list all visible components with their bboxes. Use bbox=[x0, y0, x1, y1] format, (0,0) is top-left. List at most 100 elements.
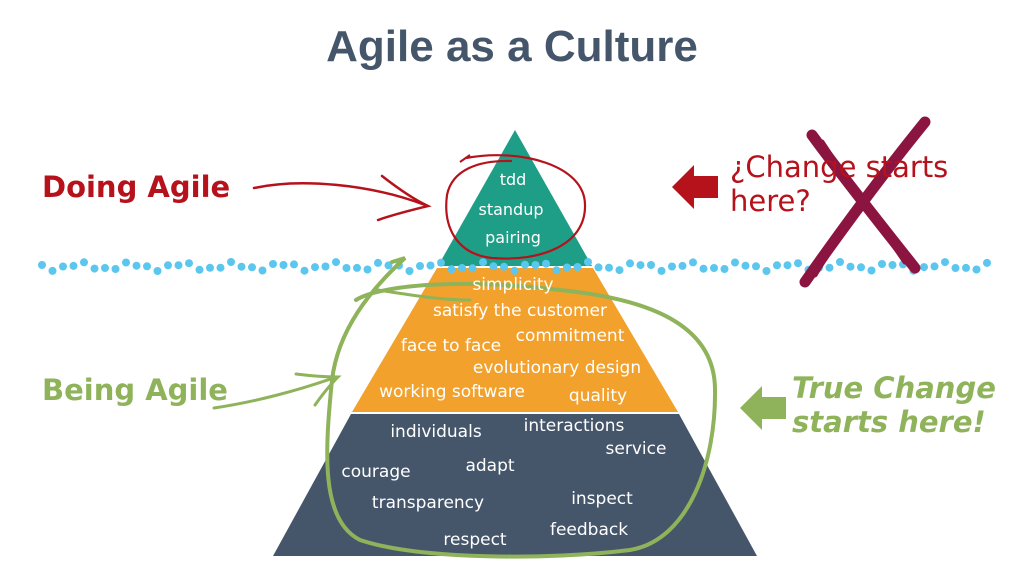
word-courage: courage bbox=[341, 462, 411, 482]
waterline-dot bbox=[531, 261, 540, 269]
waterline-dot bbox=[951, 264, 960, 272]
waterline-dot bbox=[426, 261, 435, 270]
waterline-dot bbox=[153, 267, 162, 275]
slide-title: Agile as a Culture bbox=[326, 22, 698, 71]
green-scribble-loop bbox=[325, 256, 718, 559]
waterline-dot bbox=[342, 264, 351, 272]
note-bottom-line-1: True Change bbox=[792, 371, 996, 405]
waterline-dot bbox=[615, 266, 624, 275]
word-simplicity: simplicity bbox=[472, 275, 554, 295]
word-interactions: interactions bbox=[523, 416, 625, 436]
note-bottom-line-2: starts here! bbox=[792, 405, 986, 439]
waterline-dot bbox=[773, 261, 781, 270]
waterline-dot bbox=[762, 267, 771, 275]
hand-drawn-red-arrow-icon bbox=[252, 174, 432, 222]
waterline-dots bbox=[38, 258, 991, 275]
left-block-arrow-icon bbox=[672, 165, 718, 209]
waterline-dot bbox=[101, 264, 109, 272]
waterline-dot bbox=[867, 266, 876, 275]
waterline-dot bbox=[741, 261, 750, 270]
waterline-dot bbox=[794, 259, 802, 268]
waterline-dot bbox=[573, 263, 582, 271]
word-working-software: working software bbox=[379, 382, 525, 402]
waterline-dot bbox=[269, 260, 277, 268]
waterline-dot bbox=[972, 265, 981, 274]
waterline-dot bbox=[479, 258, 487, 267]
word-feedback: feedback bbox=[549, 520, 629, 540]
waterline-dot bbox=[699, 264, 708, 273]
waterline-dot bbox=[248, 263, 256, 272]
word-standup: standup bbox=[478, 200, 544, 219]
hand-drawn-x-icon bbox=[799, 116, 931, 288]
waterline-dot bbox=[227, 258, 235, 266]
hand-drawn-green-arrow-icon bbox=[212, 372, 342, 410]
waterline-dot bbox=[605, 263, 613, 272]
word-individuals: individuals bbox=[390, 422, 482, 442]
waterline-dot bbox=[836, 258, 844, 266]
waterline-dot bbox=[668, 262, 676, 271]
waterline-dot bbox=[69, 261, 78, 270]
waterline-dot bbox=[521, 260, 529, 269]
red-scribble-tick bbox=[459, 154, 471, 163]
waterline-dot bbox=[437, 258, 445, 267]
word-face-to-face: face to face bbox=[400, 336, 502, 356]
waterline-dot bbox=[458, 264, 466, 272]
word-adapt: adapt bbox=[465, 456, 515, 476]
waterline-dot bbox=[132, 261, 141, 270]
waterline-dot bbox=[657, 266, 666, 275]
waterline-dot bbox=[332, 258, 340, 267]
waterline-dot bbox=[416, 262, 424, 270]
word-satisfy-the-customer: satisfy the customer bbox=[432, 301, 608, 321]
left-block-arrow-icon bbox=[740, 386, 786, 430]
pyramid-middle-tier bbox=[352, 268, 678, 412]
being-agile-label: Being Agile bbox=[42, 373, 228, 407]
note-top-line-2: here? bbox=[730, 184, 811, 218]
waterline-dot bbox=[489, 262, 498, 271]
waterline-dot bbox=[731, 258, 739, 267]
waterline-dot bbox=[552, 266, 561, 275]
pyramid-bottom-tier bbox=[273, 414, 757, 556]
waterline-dot bbox=[143, 262, 151, 271]
waterline-dot bbox=[888, 261, 897, 269]
waterline-dot bbox=[689, 258, 697, 267]
waterline-dot bbox=[857, 263, 865, 272]
waterline-dot bbox=[468, 264, 477, 273]
waterline-dot bbox=[185, 259, 193, 268]
word-commitment: commitment bbox=[515, 326, 625, 346]
waterline-dot bbox=[710, 264, 718, 272]
waterline-dot bbox=[678, 261, 687, 270]
green-scribble-stroke bbox=[376, 288, 472, 302]
pyramid-top-tier bbox=[438, 130, 592, 266]
waterline-dot bbox=[846, 262, 855, 271]
waterline-dot bbox=[80, 258, 88, 267]
change-starts-here-question: ¿Change starts here? bbox=[730, 150, 948, 218]
waterline-dot bbox=[563, 263, 571, 272]
waterline-dot bbox=[783, 261, 792, 270]
waterline-dot bbox=[59, 262, 67, 271]
waterline-dot bbox=[983, 258, 991, 267]
waterline-dot bbox=[825, 263, 834, 272]
word-tdd: tdd bbox=[499, 170, 527, 189]
waterline-dot bbox=[122, 258, 130, 267]
waterline-dot bbox=[594, 263, 603, 272]
waterline-dot bbox=[258, 266, 267, 275]
word-inspect: inspect bbox=[571, 489, 633, 509]
waterline-dot bbox=[636, 261, 645, 270]
waterline-dot bbox=[647, 261, 655, 269]
word-evolutionary-design: evolutionary design bbox=[472, 358, 642, 378]
waterline-dot bbox=[626, 259, 634, 268]
waterline-dot bbox=[374, 258, 382, 267]
waterline-dot bbox=[206, 263, 214, 272]
waterline-dot bbox=[300, 266, 309, 275]
waterline-dot bbox=[195, 265, 204, 274]
waterline-dot bbox=[38, 261, 46, 269]
waterline-dot bbox=[500, 262, 508, 271]
word-pairing: pairing bbox=[485, 228, 541, 247]
waterline-dot bbox=[752, 262, 760, 271]
waterline-dot bbox=[878, 260, 886, 268]
doing-agile-label: Doing Agile bbox=[42, 170, 231, 204]
waterline-dot bbox=[384, 261, 393, 270]
waterline-dot bbox=[90, 264, 99, 273]
